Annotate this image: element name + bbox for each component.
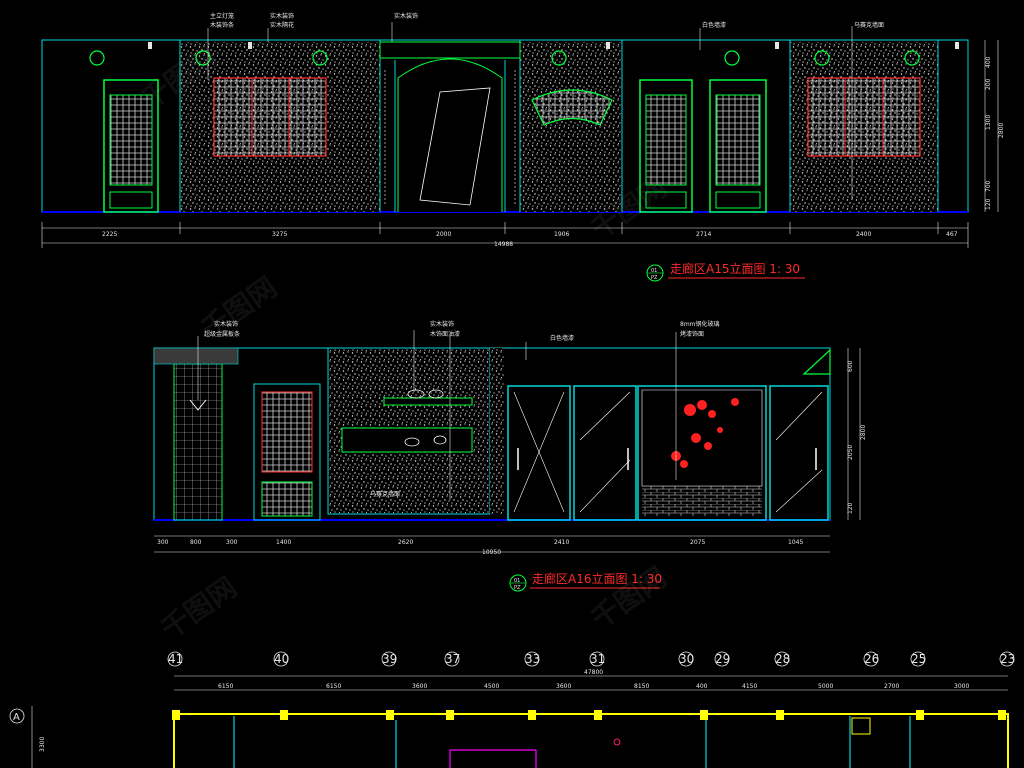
- a15-dim: 2714: [696, 231, 711, 238]
- plan-axis-label: 41: [168, 652, 183, 666]
- a15-vdim: 1300: [985, 115, 992, 130]
- a15-vdim-total: 2800: [998, 123, 1005, 138]
- a15-dim: 3275: [272, 231, 287, 238]
- a15-stone-panel-2: [520, 42, 622, 212]
- a16-brick-base: [642, 486, 762, 516]
- plan-wall-outline: [173, 713, 1009, 768]
- plan-dim: 6150: [326, 683, 341, 690]
- plan-dim: 3600: [412, 683, 427, 690]
- a16-badge-top: 01: [514, 578, 520, 584]
- a16-dim: 1400: [276, 539, 291, 546]
- plan-row-marker: [9, 708, 25, 724]
- a15-lattice-door-3: [709, 79, 767, 213]
- plan-dim: 400: [696, 683, 708, 690]
- a15-lattice-door-2: [639, 79, 693, 213]
- plan-axis-label: 28: [775, 652, 790, 666]
- a16-dim: 300: [157, 539, 169, 546]
- a16-dim: 300: [226, 539, 238, 546]
- a16-vdim-total: 2800: [860, 425, 867, 440]
- a16-label-metal-strip: 超级金属板条: [204, 330, 240, 338]
- a16-label-white-paint: 白色墙漆: [550, 334, 574, 342]
- a15-badge-top: 01: [651, 268, 657, 274]
- a15-title: 走廊区A15立面图 1: 30: [670, 261, 800, 276]
- a16-floral-decal: [671, 398, 739, 468]
- plan-axis-label: 29: [715, 652, 730, 666]
- a16-dim: 2410: [554, 539, 569, 546]
- plan-dim: 3600: [556, 683, 571, 690]
- a15-lanterns: [89, 50, 920, 66]
- a16-label-lacquer: 烤漆饰面: [680, 330, 704, 338]
- elevation-a15: [41, 22, 999, 282]
- plan-axis-label: 31: [590, 652, 605, 666]
- a15-vdim: 200: [985, 78, 992, 90]
- a16-vdim: 2050: [847, 445, 854, 460]
- plan-dim: 5000: [818, 683, 833, 690]
- a16-lattice-door: [253, 383, 321, 521]
- plan-axis-label: 39: [382, 652, 397, 666]
- a15-dim: 2225: [102, 231, 117, 238]
- plan-axis-label: 23: [1000, 652, 1015, 666]
- plan-axis-bubbles: [167, 651, 1015, 667]
- a16-label-wood-paint: 木饰面油漆: [430, 330, 460, 338]
- plan-axis-label: 26: [864, 652, 879, 666]
- a16-vdim: 600: [847, 360, 854, 372]
- a16-label-wood-deco-2: 实木装饰: [430, 320, 454, 328]
- a16-label-glass: 8mm钢化玻璃: [680, 320, 720, 328]
- a15-lattice-window-1: [213, 77, 327, 157]
- plan-dim: 4500: [484, 683, 499, 690]
- plan-axis-label: 30: [679, 652, 694, 666]
- a16-dim: 2620: [398, 539, 413, 546]
- plan-row-label: A: [13, 712, 20, 723]
- a15-label-white-paint: 白色墙漆: [702, 21, 726, 29]
- plan-dim: 2700: [884, 683, 899, 690]
- a15-label-trim: 木装饰条: [210, 21, 234, 29]
- a15-dim: 1906: [554, 231, 569, 238]
- a15-total-dim: 14988: [494, 241, 513, 248]
- plan-dim: 4150: [742, 683, 757, 690]
- a15-label-wood-screen: 实木隔花: [270, 21, 294, 29]
- plan-axis-label: 37: [445, 652, 460, 666]
- plan-dim: 6150: [218, 683, 233, 690]
- a16-label-mosaic: 马赛克墙面: [370, 490, 400, 498]
- a15-fan-window: [531, 89, 613, 126]
- a15-badge-bottom: PZ: [651, 275, 658, 281]
- plan-axis-label: 25: [911, 652, 926, 666]
- a15-lattice-door-1: [103, 79, 159, 213]
- plan-row-dim: 3300: [39, 737, 46, 752]
- a16-badge-bottom: PZ: [514, 585, 521, 591]
- a15-label-arch-deco: 实木装饰: [394, 12, 418, 20]
- a15-dim: 467: [946, 231, 958, 238]
- a16-shelf-upper: [383, 397, 473, 406]
- a16-title: 走廊区A16立面图 1: 30: [532, 571, 662, 586]
- a15-vdim: 700: [985, 180, 992, 192]
- a15-arch-doorway: [397, 58, 503, 212]
- a16-label-wood-deco: 实木装饰: [214, 320, 238, 328]
- plan-total-dim: 47800: [584, 669, 603, 676]
- floor-plan: [9, 675, 1009, 768]
- a15-dim: 2000: [436, 231, 451, 238]
- a15-label-lantern: 主立灯笼: [210, 12, 234, 20]
- a16-vdim: 120: [847, 502, 854, 514]
- a16-dim: 2075: [690, 539, 705, 546]
- a15-vdim: 120: [985, 198, 992, 210]
- plan-dim: 8150: [634, 683, 649, 690]
- watermark-text: 千图网: [155, 571, 243, 646]
- a15-label-wood-deco: 实木装饰: [270, 12, 294, 20]
- elevation-a16: [153, 330, 861, 592]
- plan-axis-label: 33: [525, 652, 540, 666]
- a16-total-dim: 10950: [482, 549, 501, 556]
- a16-dim: 1045: [788, 539, 803, 546]
- a16-shelf-lower: [341, 427, 473, 453]
- plan-axis-label: 40: [274, 652, 289, 666]
- a15-vdim: 400: [985, 56, 992, 68]
- plan-dim: 3000: [954, 683, 969, 690]
- a15-dim: 2400: [856, 231, 871, 238]
- a15-label-mosaic: 马赛克墙面: [854, 21, 884, 29]
- a15-lattice-window-2: [807, 77, 921, 157]
- a16-dim: 800: [190, 539, 202, 546]
- a16-glass-doors: [507, 385, 829, 521]
